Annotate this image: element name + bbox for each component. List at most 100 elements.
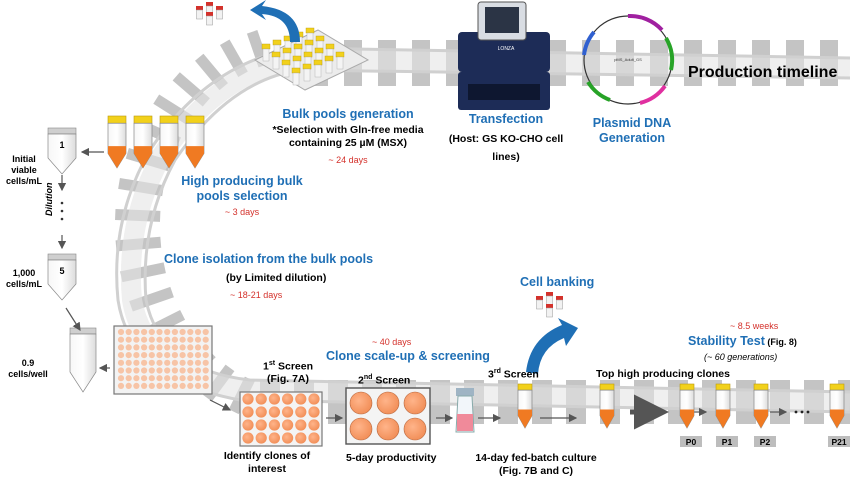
rack-tube-cap: [314, 47, 324, 54]
clone-tubes: [517, 383, 845, 429]
96-well-plate: [113, 325, 213, 395]
plate-well: [156, 344, 163, 351]
scale-up-title: Clone scale-up & screening: [326, 349, 490, 363]
initial-cells-label: Initial viable cells/mL: [5, 154, 43, 186]
plate-well: [376, 391, 400, 415]
plate-well: [187, 336, 194, 343]
plate-well: [156, 352, 163, 359]
ellipsis-dot: [800, 410, 804, 414]
bulk-selection-duration: ~ 3 days: [224, 207, 260, 217]
plate-well: [133, 328, 140, 336]
plate-well: [187, 328, 194, 336]
cell-banking-title: Cell banking: [520, 275, 595, 289]
clone-tube-icon: [599, 383, 615, 429]
plasmid-map: pMS_Adult_GS: [582, 13, 675, 105]
plate-well: [148, 375, 155, 382]
plate-well: [349, 391, 373, 415]
plate-well: [133, 359, 140, 366]
bulk-pools-generation-duration: ~ 24 days: [328, 155, 368, 165]
rack-tube-cap: [305, 27, 315, 34]
plate-well: [164, 328, 171, 336]
plate-well: [179, 328, 186, 336]
plate-well: [179, 375, 186, 382]
plate-well: [125, 367, 132, 374]
shake-flask-icon: [455, 388, 475, 433]
top-clones-title: Top high producing clones: [596, 368, 730, 380]
passage-label: P2: [760, 437, 771, 447]
bulk-pools-generation-title: Bulk pools generation: [282, 107, 414, 121]
plate-well: [308, 406, 320, 418]
stability-generations: (~ 60 generations): [704, 352, 778, 362]
plate-well: [194, 375, 202, 382]
plate-well: [242, 432, 254, 444]
clone-isolation-title: Clone isolation from the bulk pools: [164, 252, 374, 266]
plate-well: [179, 344, 186, 351]
plate-well: [133, 367, 140, 374]
mid-cells-label: 1,000 cells/mL: [5, 268, 43, 289]
tube-cluster-top-icon: [196, 2, 223, 26]
plate-well: [268, 406, 280, 418]
plate-well: [242, 419, 254, 431]
plate-well: [308, 432, 320, 444]
plate-well: [194, 328, 202, 336]
progress-arrows: [209, 394, 810, 430]
plate-well: [117, 352, 125, 359]
plate-well: [156, 367, 163, 374]
plate-well: [282, 406, 294, 418]
plate-well: [403, 417, 427, 441]
dilution-series: 15: [47, 127, 110, 393]
rack-tube-body: [314, 64, 322, 78]
ellipsis-dot: [794, 410, 798, 414]
plate-well: [295, 406, 307, 418]
plate-well: [179, 367, 186, 374]
dilution-tube-icon: 5: [47, 253, 77, 301]
third-screen-label: 3rd Screen: [488, 368, 539, 381]
plate-well: [187, 352, 194, 359]
stability-duration: ~ 8.5 weeks: [730, 321, 779, 331]
rack-tube-cap: [292, 55, 302, 62]
plate-well: [133, 336, 140, 343]
plate-well: [268, 419, 280, 431]
plate-well: [171, 367, 178, 374]
plate-well: [282, 419, 294, 431]
plate-well: [171, 328, 178, 336]
rack-tube-body: [262, 48, 270, 62]
clone-isolation-duration: ~ 18-21 days: [230, 290, 283, 300]
plate-well: [202, 375, 209, 382]
rack-tube-cap: [293, 43, 303, 50]
plate-well: [125, 344, 132, 351]
plate-well: [171, 344, 178, 351]
plate-well: [125, 352, 132, 359]
dilution-label: Dilution: [44, 182, 54, 217]
plate-well: [156, 328, 163, 336]
clone-tube-icon: [715, 383, 731, 429]
plate-well: [125, 375, 132, 382]
plate-well: [202, 328, 209, 336]
clone-tube-icon: [517, 383, 533, 429]
clone-tube-icon: [679, 383, 695, 429]
plasmid-generation-title: Plasmid DNA Generation: [592, 116, 672, 145]
plate-well: [255, 406, 267, 418]
passage-label: P1: [722, 437, 733, 447]
dilution-tube-number: 5: [59, 266, 64, 276]
plate-well: [295, 393, 307, 405]
plate-well: [242, 406, 254, 418]
rack-tube-body: [282, 64, 290, 78]
bulk-selection-title: High producing bulk pools selection: [181, 174, 303, 203]
rack-tube-cap: [282, 47, 292, 54]
plate-well: [308, 393, 320, 405]
plate-well: [156, 359, 163, 366]
rack-tube-cap: [281, 59, 291, 66]
blue-curved-arrow-top: [250, 0, 300, 42]
plate-well: [202, 367, 209, 374]
bulk-selection-tubes: [107, 115, 205, 169]
rack-tube-cap: [324, 55, 334, 62]
plate-well: [117, 382, 125, 389]
plate-well: [202, 382, 209, 389]
plate-well: [179, 359, 186, 366]
rack-tube-cap: [325, 43, 335, 50]
device-brand-label: LONZA: [498, 46, 515, 52]
plate-well: [133, 375, 140, 382]
plate-well: [194, 367, 202, 374]
